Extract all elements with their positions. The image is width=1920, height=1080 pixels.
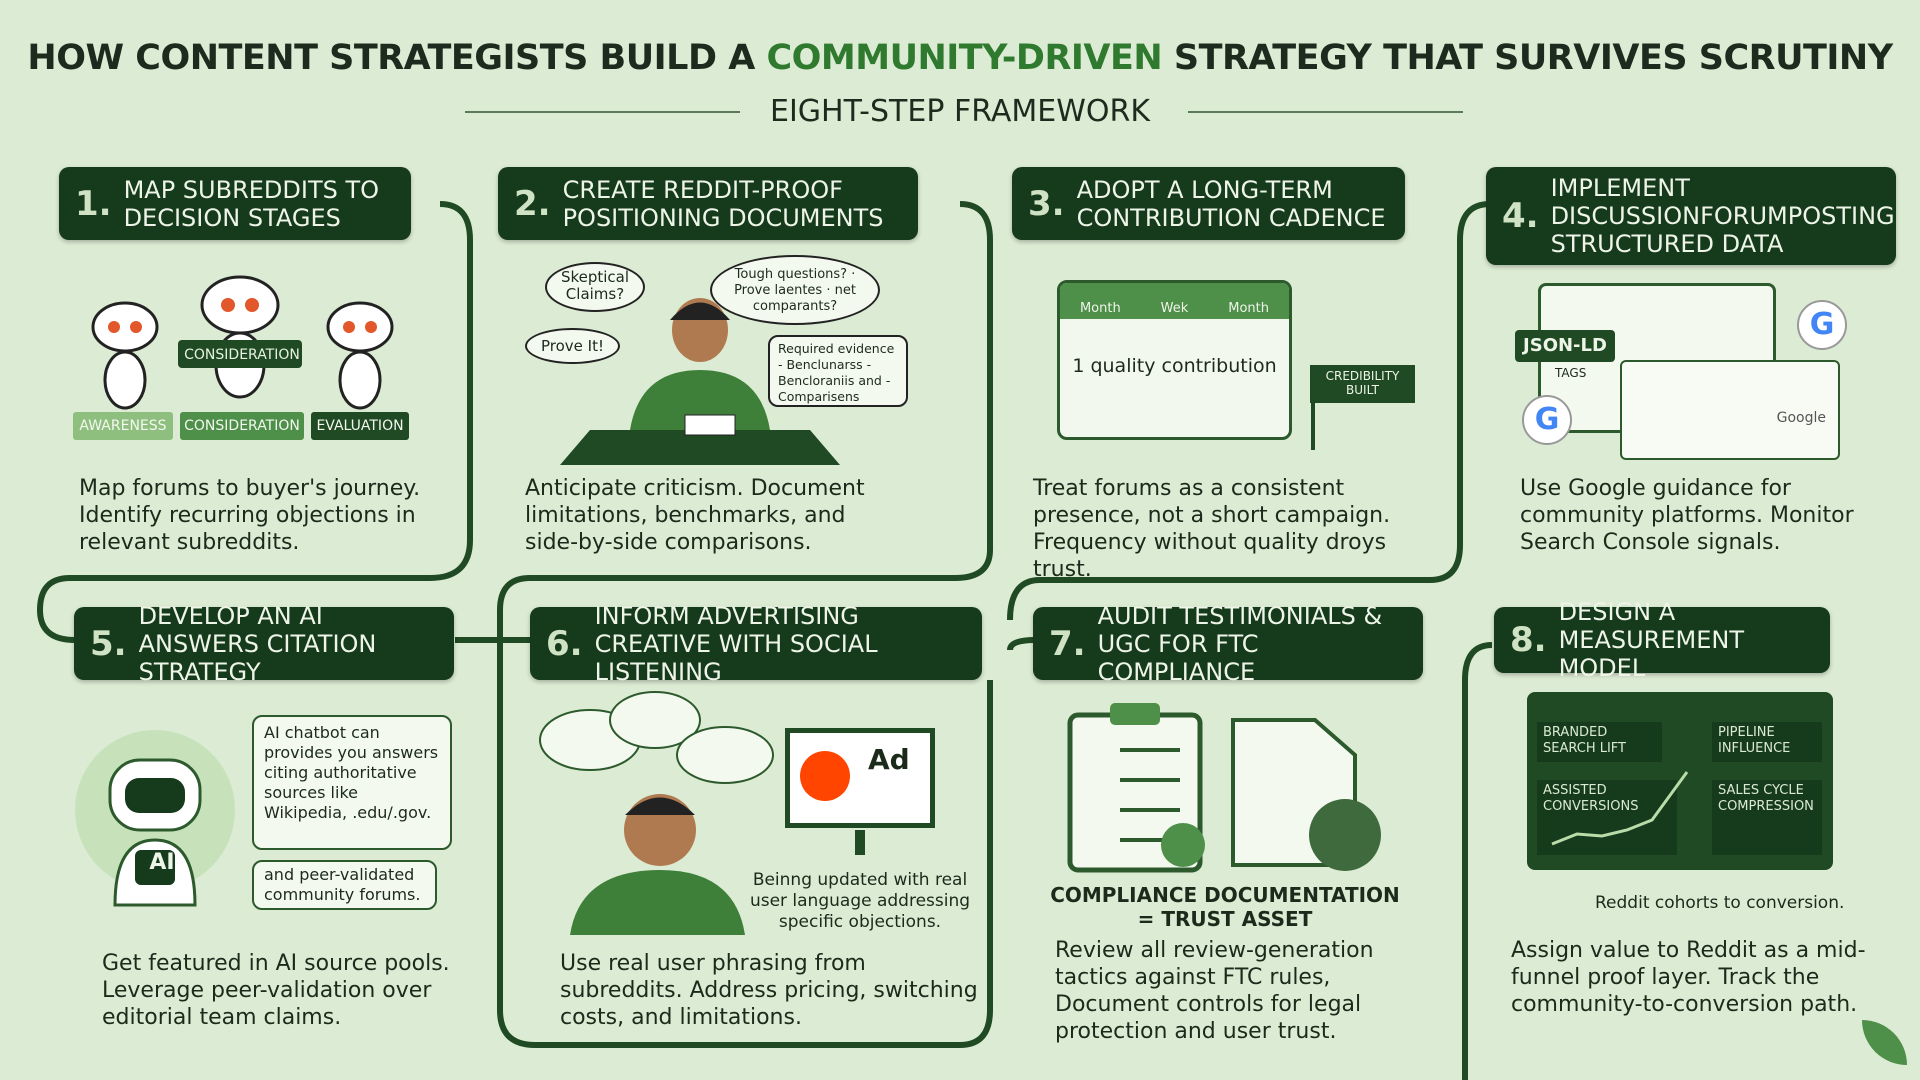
credibility-flag: CREDIBILITY BUILT xyxy=(1310,365,1415,403)
step-6-description: Use real user phrasing from subreddits. … xyxy=(560,951,978,1030)
step-4-description: Use Google guidance for community platfo… xyxy=(1520,476,1854,555)
flag-pole xyxy=(1311,365,1315,450)
google-logo-icon: G xyxy=(1797,300,1847,350)
calendar-label: Wek xyxy=(1160,301,1189,316)
google-logo-icon: G xyxy=(1522,395,1572,445)
step-4-header: 4. IMPLEMENT DISCUSSIONFORUMPOSTING STRUC… xyxy=(1486,167,1896,265)
person-writing-icon xyxy=(560,298,840,465)
chat-bubble: AI chatbot can provides you answers citi… xyxy=(252,715,452,850)
step-8-description: Assign value to Reddit as a mid-funnel p… xyxy=(1511,938,1866,1017)
evidence-note: Required evidence - Benclunarss - Benclo… xyxy=(768,335,908,407)
reddit-logo-icon xyxy=(800,751,850,801)
step-title: INFORM ADVERTISING CREATIVE WITH SOCIAL … xyxy=(594,601,878,686)
clipboard-document-icon xyxy=(1067,703,1381,873)
step-title: DESIGN A MEASUREMENT MODEL xyxy=(1558,598,1744,682)
step-number: 3. xyxy=(1028,183,1065,224)
step-title: IMPLEMENT DISCUSSIONFORUMPOSTING STRUCTU… xyxy=(1550,174,1895,258)
reddit-mascots-icon xyxy=(91,275,394,410)
ai-label: AI xyxy=(149,850,175,875)
step-number: 4. xyxy=(1502,196,1539,236)
billboard: Ad xyxy=(785,728,935,828)
subtitle: EIGHT-STEP FRAMEWORK xyxy=(770,94,1150,129)
step-1-header: 1. MAP SUBREDDITS TO DECISION STAGES xyxy=(59,167,411,240)
step-7-description: Review all review-generation tactics aga… xyxy=(1055,938,1374,1044)
step-number: 5. xyxy=(90,623,127,664)
ad-label: Ad xyxy=(868,743,910,776)
center-stage-tag: CONSIDERATION xyxy=(184,347,300,363)
page-title: HOW CONTENT STRATEGISTS BUILD A COMMUNIT… xyxy=(0,38,1920,78)
step-8-header: 8. DESIGN A MEASUREMENT MODEL xyxy=(1494,598,1830,682)
step-1-description: Map forums to buyer's journey. Identify … xyxy=(79,476,421,555)
step-number: 6. xyxy=(546,623,583,664)
calendar-label: Month xyxy=(1079,301,1121,316)
step-2-description: Anticipate criticism. Document limitatio… xyxy=(525,476,865,555)
step-7-header: 7. AUDIT TESTIMONIALS & UGC FOR FTC COMPL… xyxy=(1033,602,1423,686)
step-number: 8. xyxy=(1510,620,1547,660)
google-results-card: Google xyxy=(1620,360,1840,460)
step-title: DEVELOP AN AI ANSWERS CITATION STRATEGY xyxy=(138,601,377,686)
thought-bubble: Skeptical Claims? xyxy=(545,262,645,312)
trend-line-icon xyxy=(1551,771,1689,846)
billboard-caption: Beinng updated with real user language a… xyxy=(749,870,971,932)
step-title: AUDIT TESTIMONIALS & UGC FOR FTC COMPLIA… xyxy=(1097,601,1383,686)
compliance-caption: COMPLIANCE DOCUMENTATION = TRUST ASSET xyxy=(1050,883,1400,931)
calendar-text: 1 quality contribution xyxy=(1072,355,1277,377)
step-3-header: 3. ADOPT A LONG-TERM CONTRIBUTION CADENCE xyxy=(1012,167,1405,240)
divider xyxy=(465,111,740,113)
billboard-pole xyxy=(855,830,865,855)
title-text-end: STRATEGY THAT SURVIVES SCRUTINY xyxy=(1162,38,1893,78)
json-ld-tag: JSON-LD xyxy=(1515,330,1615,362)
step-2-header: 2. CREATE REDDIT-PROOF POSITIONING DOCUME… xyxy=(498,167,918,240)
thought-bubble: Prove It! xyxy=(525,328,620,364)
calendar-icon: Month Wek Month 1 quality contribution xyxy=(1057,280,1292,440)
step-number: 1. xyxy=(75,183,112,224)
chat-bubble: and peer-validated community forums. xyxy=(252,860,437,910)
stage-label-evaluation: EVALUATION xyxy=(311,412,409,440)
dashboard-panel: BRANDED SEARCH LIFT PIPELINE INFLUENCE A… xyxy=(1527,692,1833,870)
step-title: ADOPT A LONG-TERM CONTRIBUTION CADENCE xyxy=(1076,175,1386,232)
metric-card: PIPELINE INFLUENCE xyxy=(1712,722,1822,762)
metric-card: ASSISTED CONVERSIONS xyxy=(1537,780,1677,855)
metric-card: BRANDED SEARCH LIFT xyxy=(1537,722,1662,762)
ai-robot-icon xyxy=(75,730,235,907)
thought-bubble: Tough questions? · Prove laentes · net c… xyxy=(710,255,880,325)
step-3-description: Treat forums as a consistent presence, n… xyxy=(1033,476,1391,582)
step-number: 2. xyxy=(514,183,551,224)
metric-card: SALES CYCLE COMPRESSION xyxy=(1712,780,1822,855)
tags-label: TAGS xyxy=(1555,366,1587,380)
calendar-label: Month xyxy=(1228,301,1269,316)
measurement-caption: Reddit cohorts to conversion. xyxy=(1595,893,1845,913)
step-5-header: 5. DEVELOP AN AI ANSWERS CITATION STRATEG… xyxy=(74,602,454,686)
stage-label-consideration: CONSIDERATION xyxy=(180,412,304,440)
step-5-description: Get featured in AI source pools. Leverag… xyxy=(102,951,450,1030)
step-title: CREATE REDDIT-PROOF POSITIONING DOCUMENT… xyxy=(562,175,884,232)
stage-label-awareness: AWARENESS xyxy=(73,412,173,440)
title-text: HOW CONTENT STRATEGISTS BUILD A xyxy=(27,38,767,78)
title-highlight: COMMUNITY-DRIVEN xyxy=(766,38,1163,78)
step-title: MAP SUBREDDITS TO DECISION STAGES xyxy=(123,175,380,232)
person-headset-icon xyxy=(539,691,774,935)
step-number: 7. xyxy=(1049,623,1086,664)
divider xyxy=(1188,111,1463,113)
step-6-header: 6. INFORM ADVERTISING CREATIVE WITH SOCIA… xyxy=(530,602,982,686)
